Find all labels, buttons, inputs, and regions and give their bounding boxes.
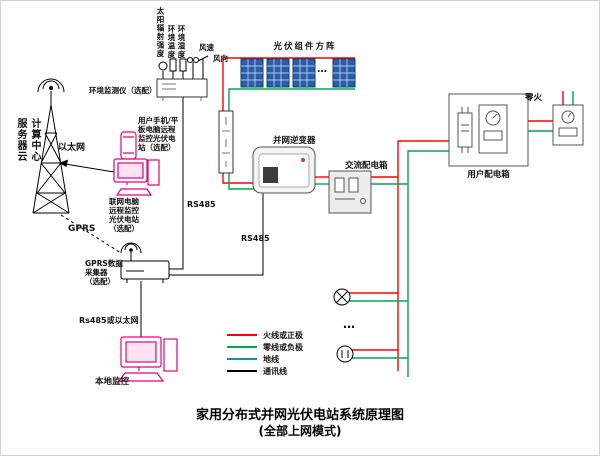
env-monitor-device: [156, 78, 208, 101]
env-monitor-label: 环境监测仪（选配）: [89, 86, 157, 95]
sensor-icons: [158, 55, 209, 79]
breaker-icon: [457, 107, 473, 153]
user-distribution-box-device: [448, 93, 529, 167]
pc-monitor-label: 联网电脑 远程监控 光伏电站 （选配）: [109, 197, 139, 233]
energy-meter-icon: [478, 104, 508, 154]
cloud-center-label-col2: 计算中心: [29, 118, 40, 162]
legend-label-neutral: 零线或负极: [263, 342, 303, 352]
phone-monitor-label-l3: 监控光伏电: [138, 134, 176, 143]
legend-swatch-neutral: [227, 346, 257, 348]
inverter-label: 并网逆变器: [273, 136, 316, 146]
sensor-label-wind-direction: 风向: [213, 54, 228, 63]
gprs-collector-label: GPRS数据 采集器 （选配）: [85, 259, 123, 286]
gprs-collector-label-l2: 采集器: [85, 268, 108, 277]
phone-monitor-label-l2: 板电脑远程: [138, 125, 176, 134]
rs485-or-ethernet-label: Rs485或以太网: [79, 316, 139, 325]
phone-monitor-label: 用户手机/平 板电脑远程 监控光伏电 站（选配）: [138, 116, 178, 152]
legend-swatch-comm: [227, 370, 257, 372]
gprs-collector-label-l3: （选配）: [85, 277, 115, 286]
local-pc-icon: [117, 336, 178, 382]
pv-panel-icons: [240, 58, 356, 88]
pc-monitor-label-l3: 光伏电站: [109, 215, 139, 224]
ethernet-arrowhead-icon: [59, 159, 68, 167]
ac-distribution-box-device: [328, 170, 372, 214]
sensor-label-wind-speed: 风速: [199, 43, 214, 52]
legend-label-live: 火线或正极: [263, 330, 303, 340]
local-monitor-label: 本地监控: [95, 377, 130, 387]
remote-pc-icon: [113, 158, 160, 196]
loads-ellipsis: …: [343, 317, 355, 331]
grid-meter-icon: [552, 104, 584, 146]
legend-item-ground: 地线: [227, 354, 279, 364]
pc-monitor-label-l1: 联网电脑: [109, 197, 139, 206]
radio-waves-icon: [37, 78, 65, 93]
pc-monitor-label-l4: （选配）: [109, 224, 139, 233]
gprs-collector-device: [120, 252, 170, 283]
legend-label-comm: 通讯线: [263, 366, 287, 376]
lamp-icon: [333, 288, 351, 306]
ac-box-label: 交流配电箱: [345, 161, 388, 171]
legend-swatch-ground: [227, 358, 257, 360]
legend-swatch-live: [227, 334, 257, 336]
rs485-label-a: RS485: [187, 200, 216, 209]
sensor-label-temperature: 环境温度: [167, 25, 176, 59]
dc-isolator-device: [218, 110, 234, 174]
phone-monitor-label-l1: 用户手机/平: [138, 116, 179, 125]
ethernet-label: 以太网: [58, 143, 86, 153]
cloud-center-label-col1: 服务器云: [15, 118, 26, 162]
inverter-device: [252, 146, 316, 194]
legend-item-comm: 通讯线: [227, 366, 287, 376]
wifi-icon: [120, 242, 142, 254]
pv-array-ellipsis: …: [317, 64, 327, 75]
socket-icon: [336, 345, 354, 363]
pv-array-label: 光伏组件方阵: [273, 42, 337, 52]
communication-tower-icon: [32, 91, 70, 214]
user-box-label: 用户配电箱: [467, 170, 510, 180]
rs485-label-b: RS485: [241, 234, 270, 243]
legend-item-neutral: 零线或负极: [227, 342, 303, 352]
sensor-label-irradiance: 太阳辐射强度: [156, 7, 165, 58]
diagram-subtitle: (全部上网模式): [258, 424, 342, 438]
legend-item-live: 火线或正极: [227, 330, 303, 340]
phone-monitor-label-l4: 站（选配）: [138, 143, 176, 152]
gprs-label: GPRS: [68, 224, 96, 234]
phone-icon: [120, 131, 137, 160]
pc-monitor-label-l2: 远程监控: [109, 206, 139, 215]
neutral-wires: [228, 88, 574, 377]
sensor-label-humidity: 环境湿度: [177, 25, 186, 59]
diagram-title: 家用分布式并网光伏电站系统原理图: [195, 408, 404, 423]
neutral-live-label: 零火: [525, 93, 543, 103]
comm-wires: [58, 97, 264, 337]
gprs-collector-label-l1: GPRS数据: [85, 259, 123, 268]
legend-label-ground: 地线: [263, 354, 279, 364]
live-wires: [222, 57, 564, 371]
